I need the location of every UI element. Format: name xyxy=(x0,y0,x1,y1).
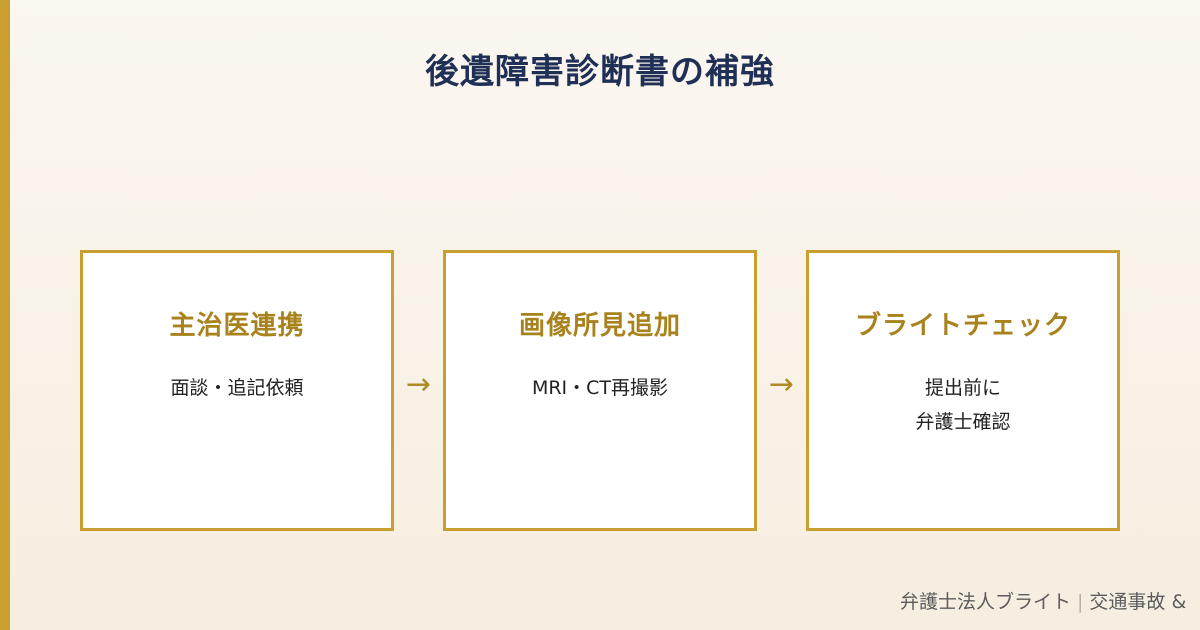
step-card-doctor-liaison: 主治医連携 面談・追記依頼 xyxy=(80,250,394,531)
step-description-line: 弁護士確認 xyxy=(915,411,1011,433)
step-description: MRI・CT再撮影 xyxy=(532,371,668,405)
step-description-line: MRI・CT再撮影 xyxy=(531,377,669,399)
step-description-line: 提出前に xyxy=(924,377,1001,399)
process-flow: 主治医連携 面談・追記依頼 → 画像所見追加 MRI・CT再撮影 → ブライトチ… xyxy=(80,250,1120,531)
arrow-right-icon: → xyxy=(405,366,432,402)
page-title: 後遺障害診断書の補強 xyxy=(425,52,775,92)
left-accent-bar xyxy=(0,0,10,630)
footer-firm-name: 弁護士法人ブライト xyxy=(900,591,1072,613)
step-description-line: 面談・追記依頼 xyxy=(170,377,304,399)
footer-separator: | xyxy=(1077,591,1084,613)
step-title: ブライトチェック xyxy=(854,311,1071,341)
step-title: 画像所見追加 xyxy=(518,311,681,341)
footer-topic: 交通事故 & xyxy=(1089,591,1187,613)
step-description: 面談・追記依頼 xyxy=(170,371,303,405)
step-description: 提出前に 弁護士確認 xyxy=(915,371,1010,439)
step-card-imaging-findings: 画像所見追加 MRI・CT再撮影 xyxy=(443,250,757,531)
arrow-right-icon: → xyxy=(768,366,795,402)
step-card-bright-check: ブライトチェック 提出前に 弁護士確認 xyxy=(806,250,1120,531)
step-title: 主治医連携 xyxy=(169,311,305,341)
footer-credit: 弁護士法人ブライト|交通事故 & xyxy=(900,587,1200,614)
